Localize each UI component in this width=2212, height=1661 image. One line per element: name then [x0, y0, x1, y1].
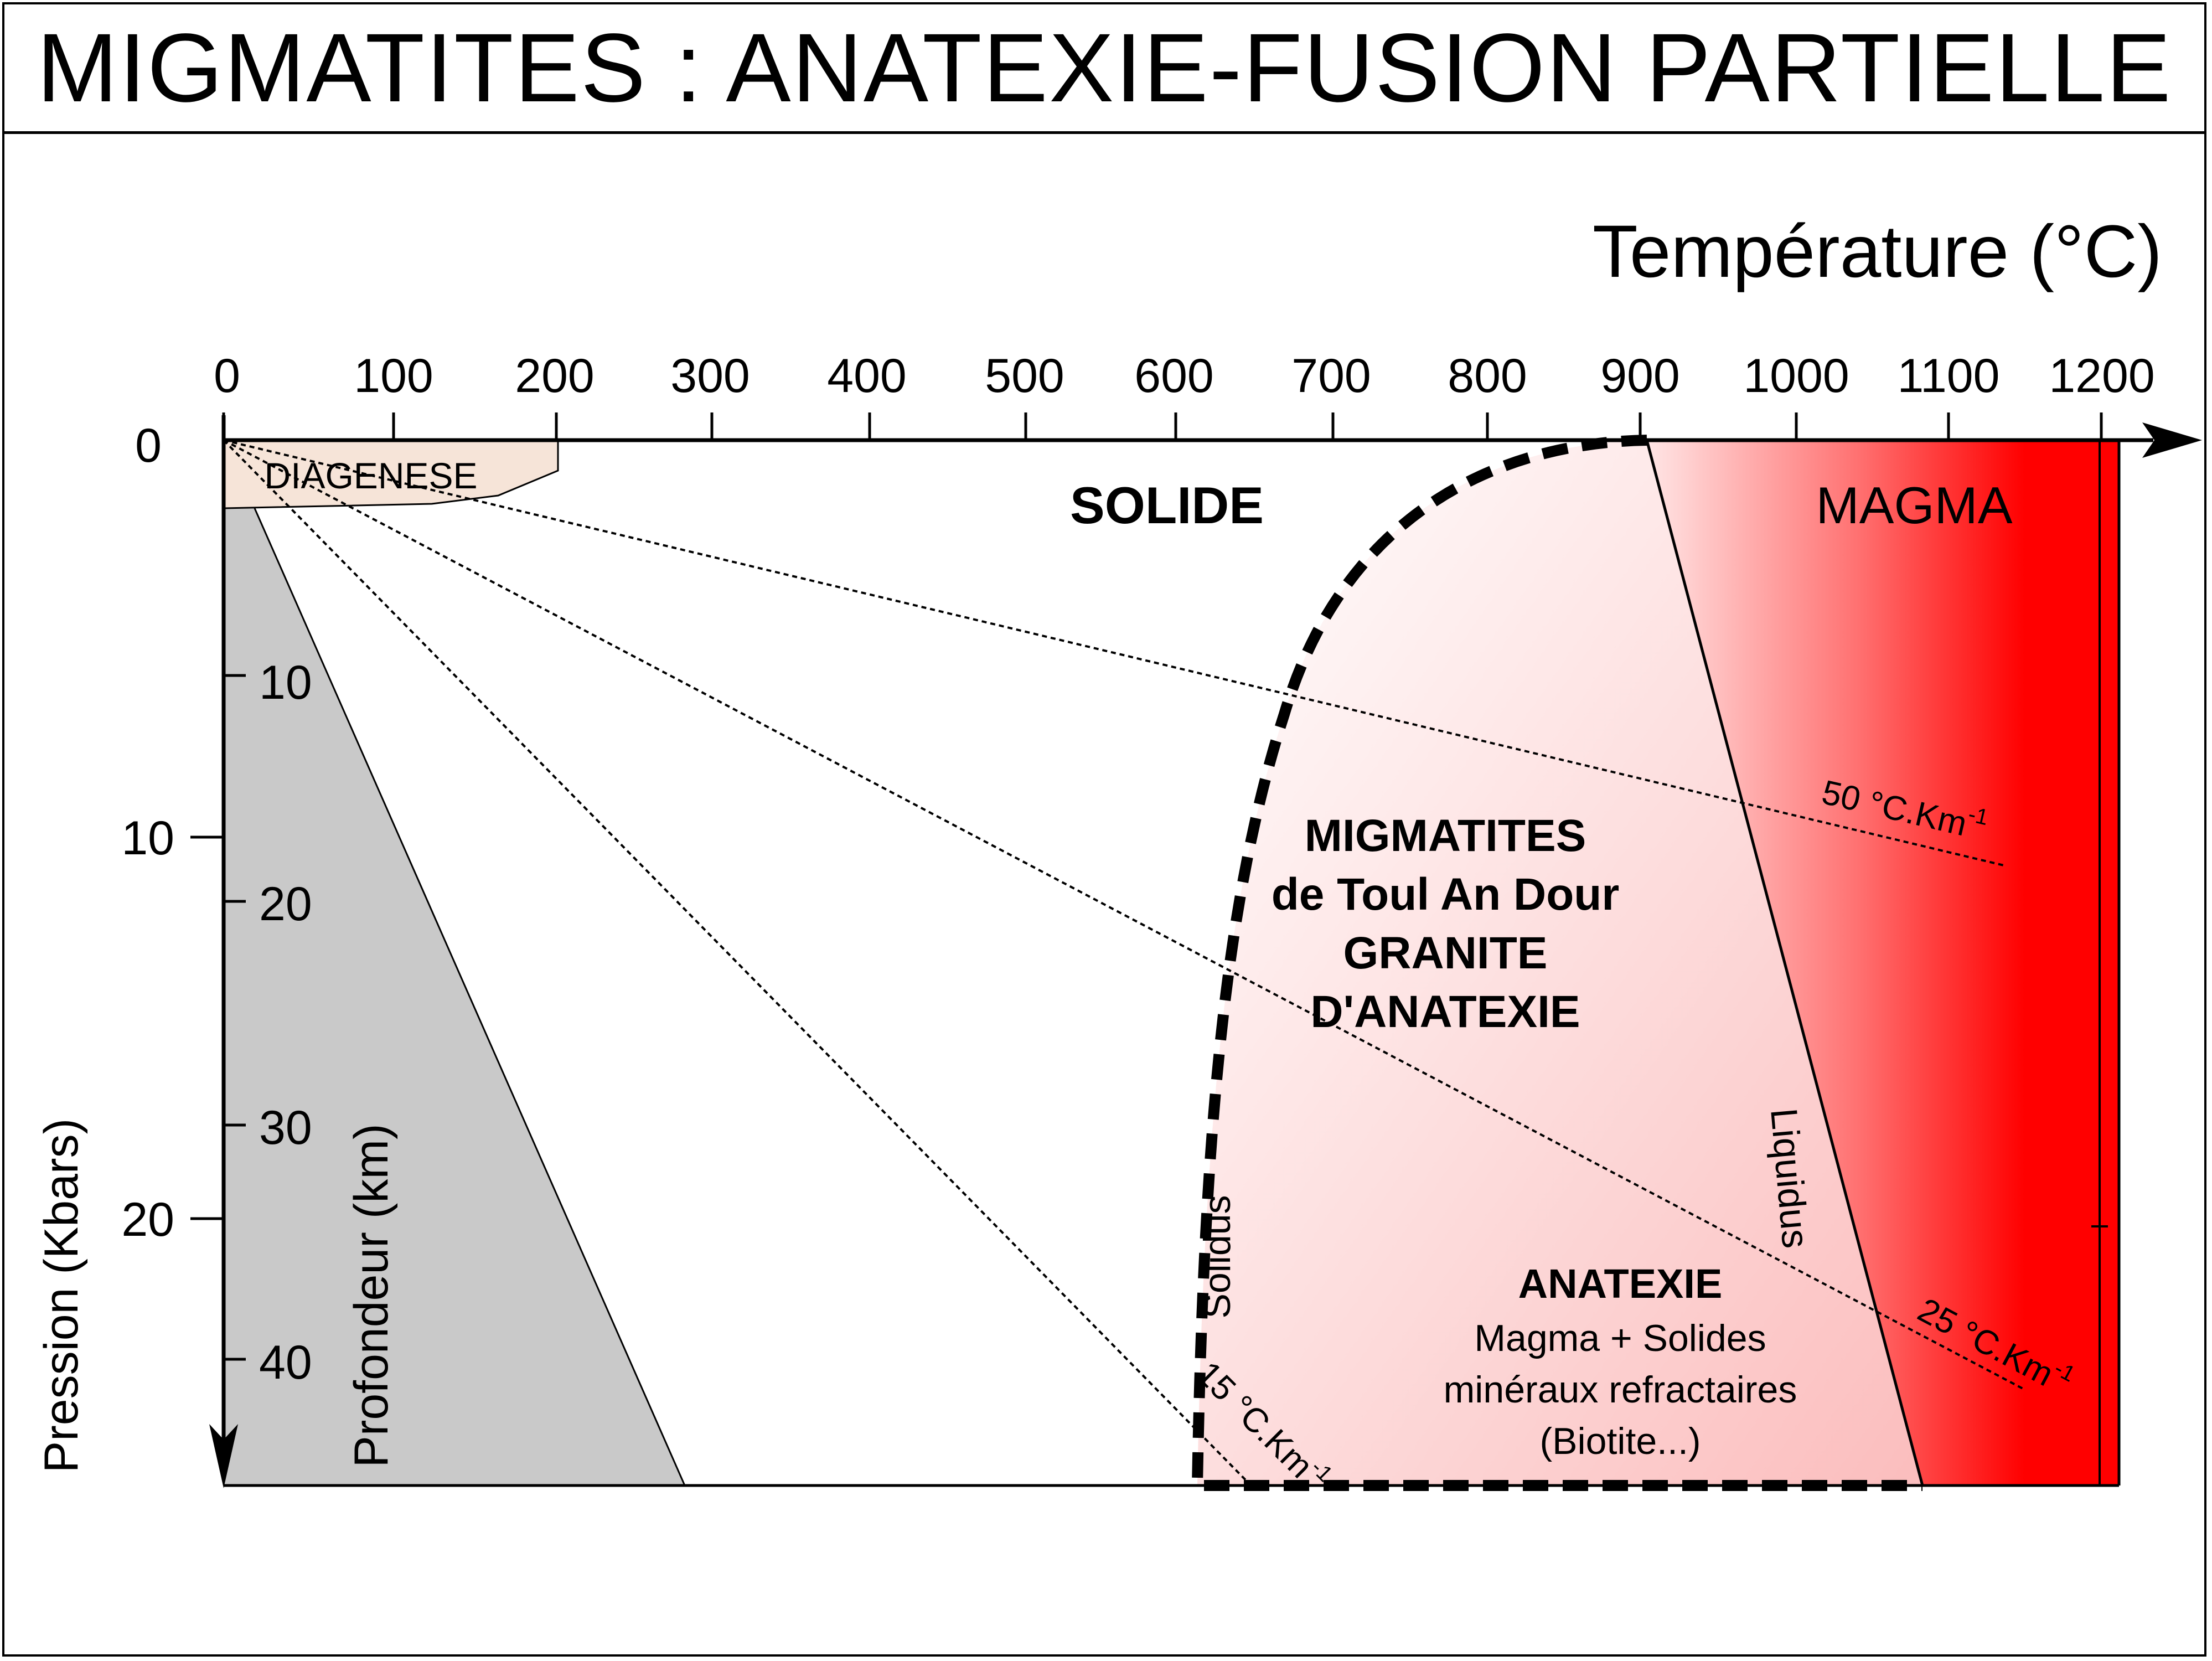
temp-tick-700: 700 — [1291, 349, 1371, 403]
anatexie-line-1: Magma + Solides — [1474, 1317, 1766, 1359]
temp-tick-400: 400 — [827, 349, 907, 403]
temp-tick-800: 800 — [1448, 349, 1527, 403]
temp-tick-1000: 1000 — [1743, 349, 1849, 403]
solide-label: SOLIDE — [1070, 476, 1264, 534]
depth-tick-20: 20 — [259, 878, 312, 931]
pressure-axis-arrow — [209, 1424, 238, 1488]
pressure-tick-labels: 0 10 20 — [121, 419, 174, 1246]
depth-tick-labels: 10 20 30 40 — [259, 656, 312, 1389]
temp-tick-1200: 1200 — [2049, 349, 2154, 403]
anatexie-line-2: minéraux refractaires — [1444, 1369, 1797, 1411]
temp-tick-1100: 1100 — [1898, 349, 2000, 403]
depth-tick-30: 30 — [259, 1101, 312, 1154]
anatexie-region — [1197, 440, 1922, 1485]
pressure-axis-label: Pression (Kbars) — [35, 1118, 88, 1473]
depth-tick-marks — [224, 674, 246, 1361]
temperature-axis-label: Température (°C) — [1593, 210, 2162, 293]
anatexie-line-3: (Biotite...) — [1540, 1420, 1701, 1462]
crust-edge-line — [254, 508, 686, 1486]
temp-tick-900: 900 — [1600, 349, 1680, 403]
pressure-tick-marks — [190, 835, 224, 1220]
pressure-tick-20: 20 — [121, 1193, 174, 1246]
temp-tick-500: 500 — [985, 349, 1064, 403]
magma-region — [1647, 440, 2119, 1485]
temperature-tick-marks — [222, 412, 2103, 440]
crust-gray-wedge — [224, 508, 685, 1485]
temp-tick-600: 600 — [1134, 349, 1214, 403]
title-bar: MIGMATITES : ANATEXIE-FUSION PARTIELLE — [4, 4, 2204, 134]
migmatites-label-block: MIGMATITES de Toul An Dour GRANITE D'ANA… — [1272, 811, 1620, 1037]
depth-tick-40: 40 — [259, 1336, 312, 1389]
migmatites-line-1: MIGMATITES — [1305, 811, 1586, 861]
magma-label: MAGMA — [1816, 476, 2012, 534]
temp-tick-0: 0 — [214, 349, 240, 403]
page-title: MIGMATITES : ANATEXIE-FUSION PARTIELLE — [37, 13, 2172, 122]
liquidus-line — [1645, 440, 1924, 1486]
depth-tick-10: 10 — [259, 656, 312, 709]
anatexie-description: Magma + Solides minéraux refractaires (B… — [1444, 1317, 1797, 1462]
temperature-axis-arrow — [2142, 422, 2202, 458]
depth-axis-label: Profondeur (km) — [345, 1123, 398, 1467]
migmatites-line-4: D'ANATEXIE — [1310, 987, 1580, 1037]
temp-tick-300: 300 — [670, 349, 750, 403]
solidus-label: Solidus — [1196, 1195, 1238, 1318]
pressure-tick-10: 10 — [121, 812, 174, 865]
temp-tick-200: 200 — [515, 349, 595, 403]
solidus-curve — [1191, 435, 1922, 1491]
gradient-50-line — [223, 439, 2004, 866]
temp-tick-100: 100 — [354, 349, 433, 403]
migmatites-line-3: GRANITE — [1343, 928, 1548, 978]
pressure-tick-0: 0 — [135, 419, 162, 472]
anatexie-title: ANATEXIE — [1518, 1261, 1723, 1307]
gradient-25-line — [223, 439, 2025, 1391]
temperature-tick-labels: 0 100 200 300 400 500 600 700 800 900 10… — [214, 349, 2155, 403]
migmatites-line-2: de Toul An Dour — [1272, 869, 1620, 920]
